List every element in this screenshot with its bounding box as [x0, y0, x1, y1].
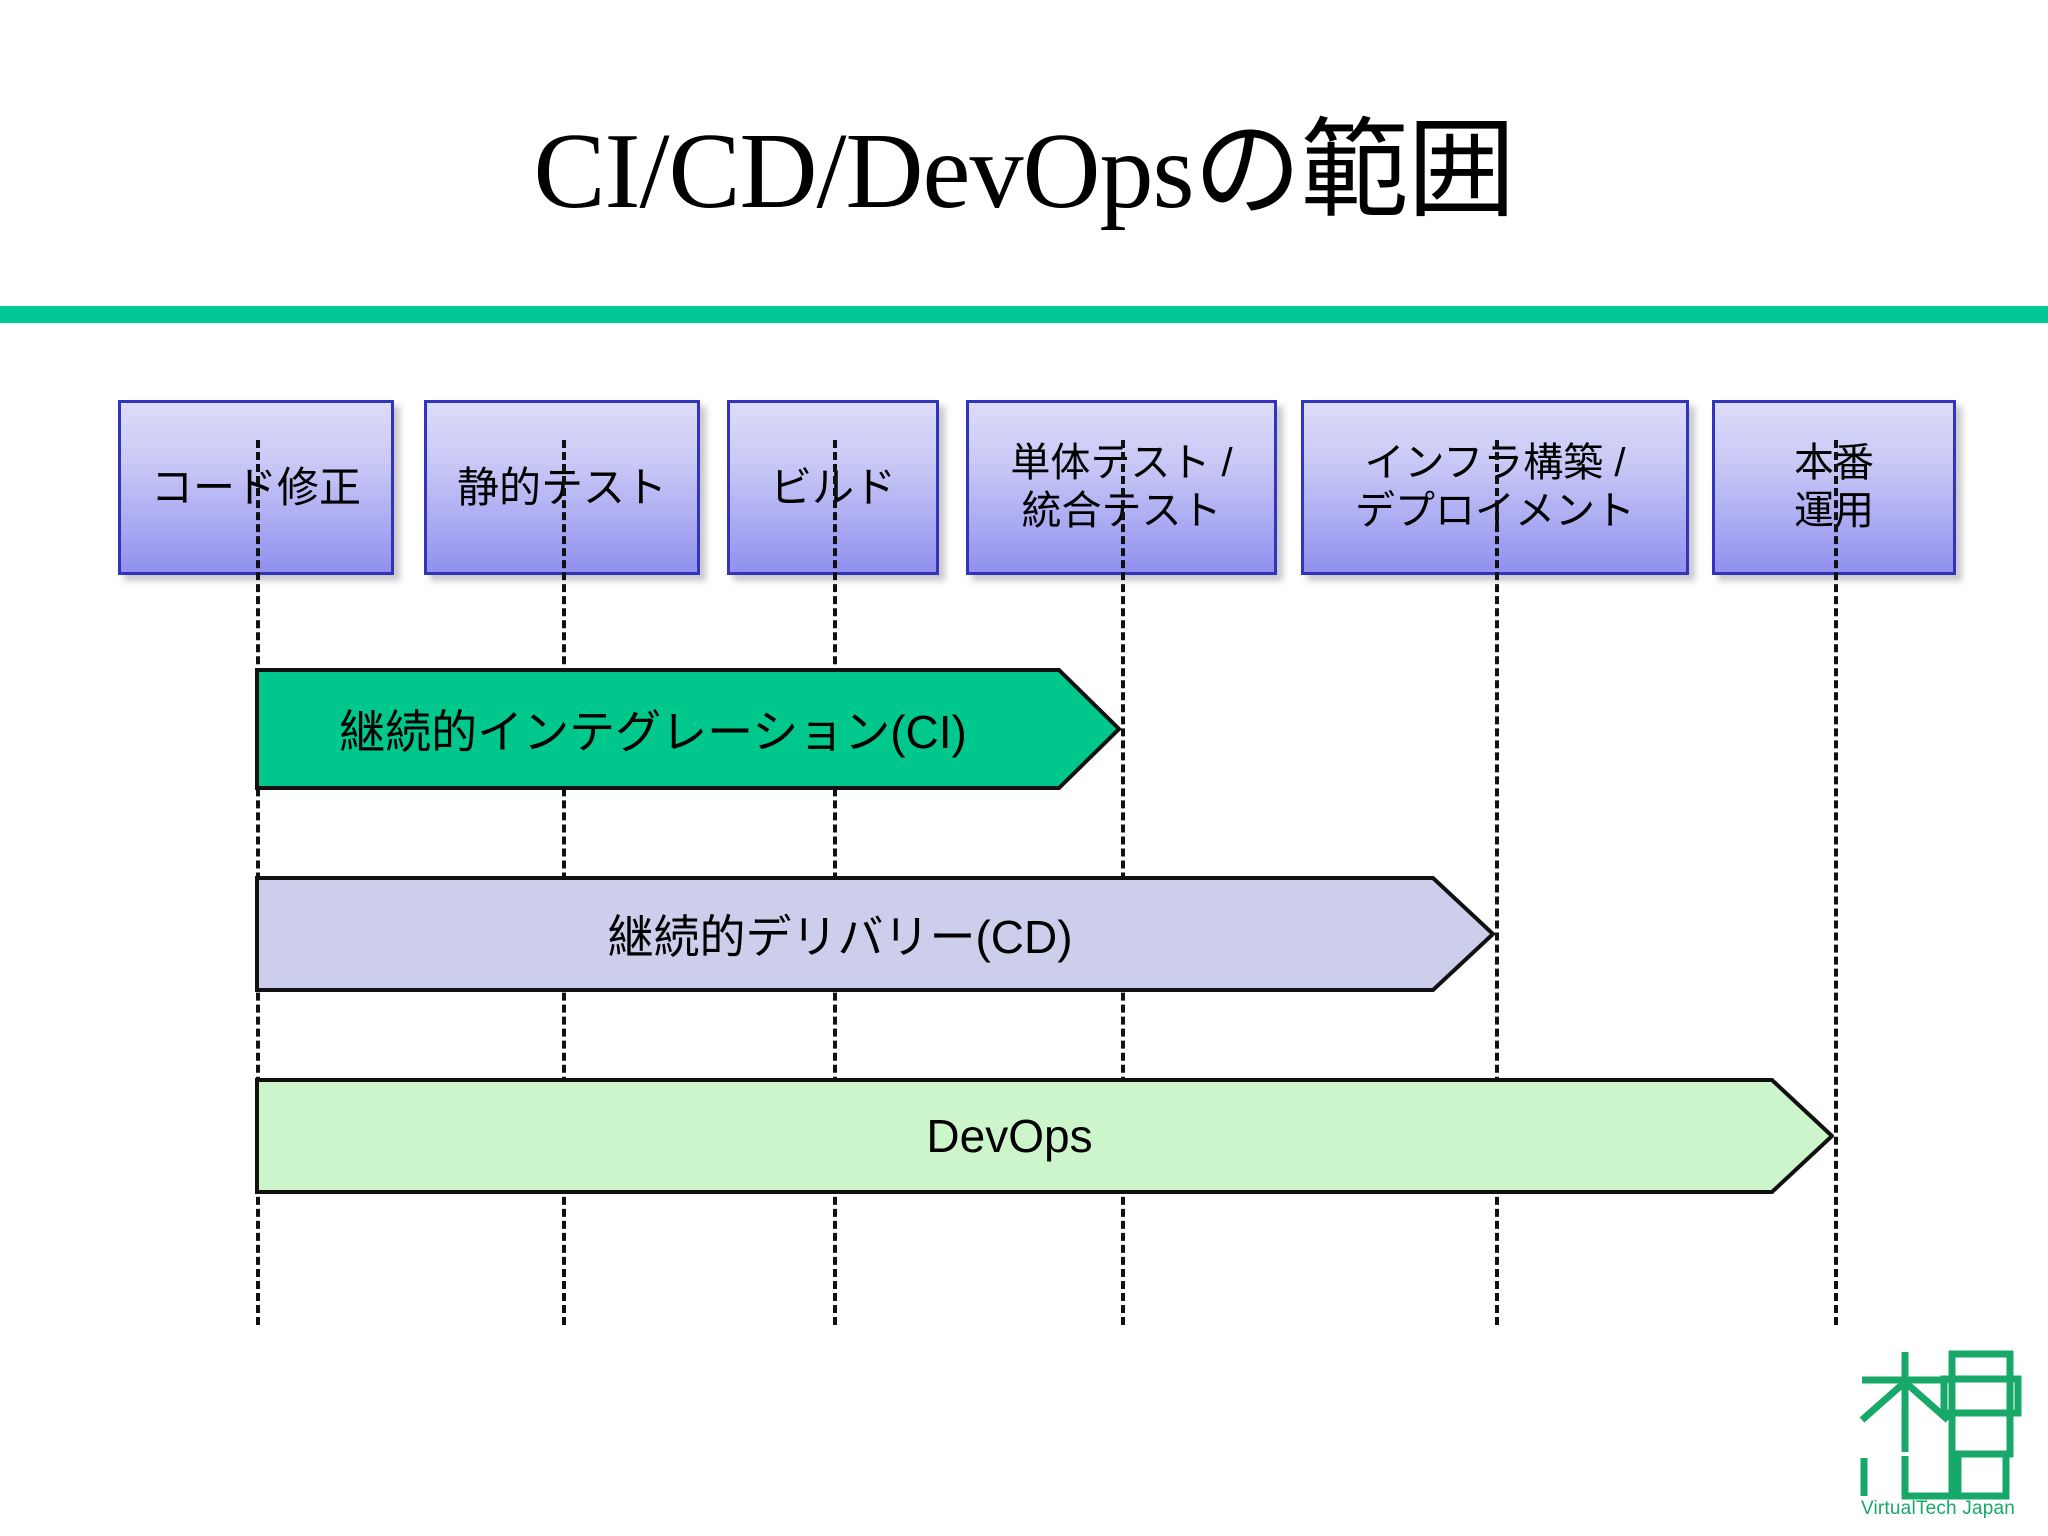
- scope-arrow-label: 継続的デリバリー(CD): [607, 911, 1073, 963]
- scope-arrow-label: 継続的インテグレーション(CI): [339, 706, 967, 758]
- scope-arrow-3: DevOps: [255, 1078, 1834, 1194]
- scope-arrow-1: 継続的インテグレーション(CI): [255, 668, 1121, 790]
- pipeline-stage-label: 静的テスト: [456, 463, 667, 511]
- scope-arrow-shape: [255, 876, 1495, 992]
- page-title: CI/CD/DevOpsの範囲: [533, 112, 1516, 231]
- stage-guide-line-6: [1834, 440, 1838, 1325]
- logo-wordmark: VirtualTech Japan: [1860, 1498, 2016, 1519]
- pipeline-stage-label: ビルド: [769, 463, 896, 511]
- scope-arrow-label: DevOps: [926, 1110, 1093, 1162]
- scope-arrow-2: 継続的デリバリー(CD): [255, 876, 1495, 992]
- pipeline-stage-label: コード修正: [150, 463, 361, 511]
- scope-arrow-shape: [255, 1078, 1834, 1194]
- scope-arrow-shape: [255, 668, 1121, 790]
- pipeline-stage-label: 単体テスト / 統合テスト: [1010, 441, 1233, 533]
- stage-guide-line-5: [1495, 440, 1499, 1325]
- virtualtech-japan-logo-icon: [1859, 1350, 2022, 1500]
- title-divider: [0, 306, 2048, 323]
